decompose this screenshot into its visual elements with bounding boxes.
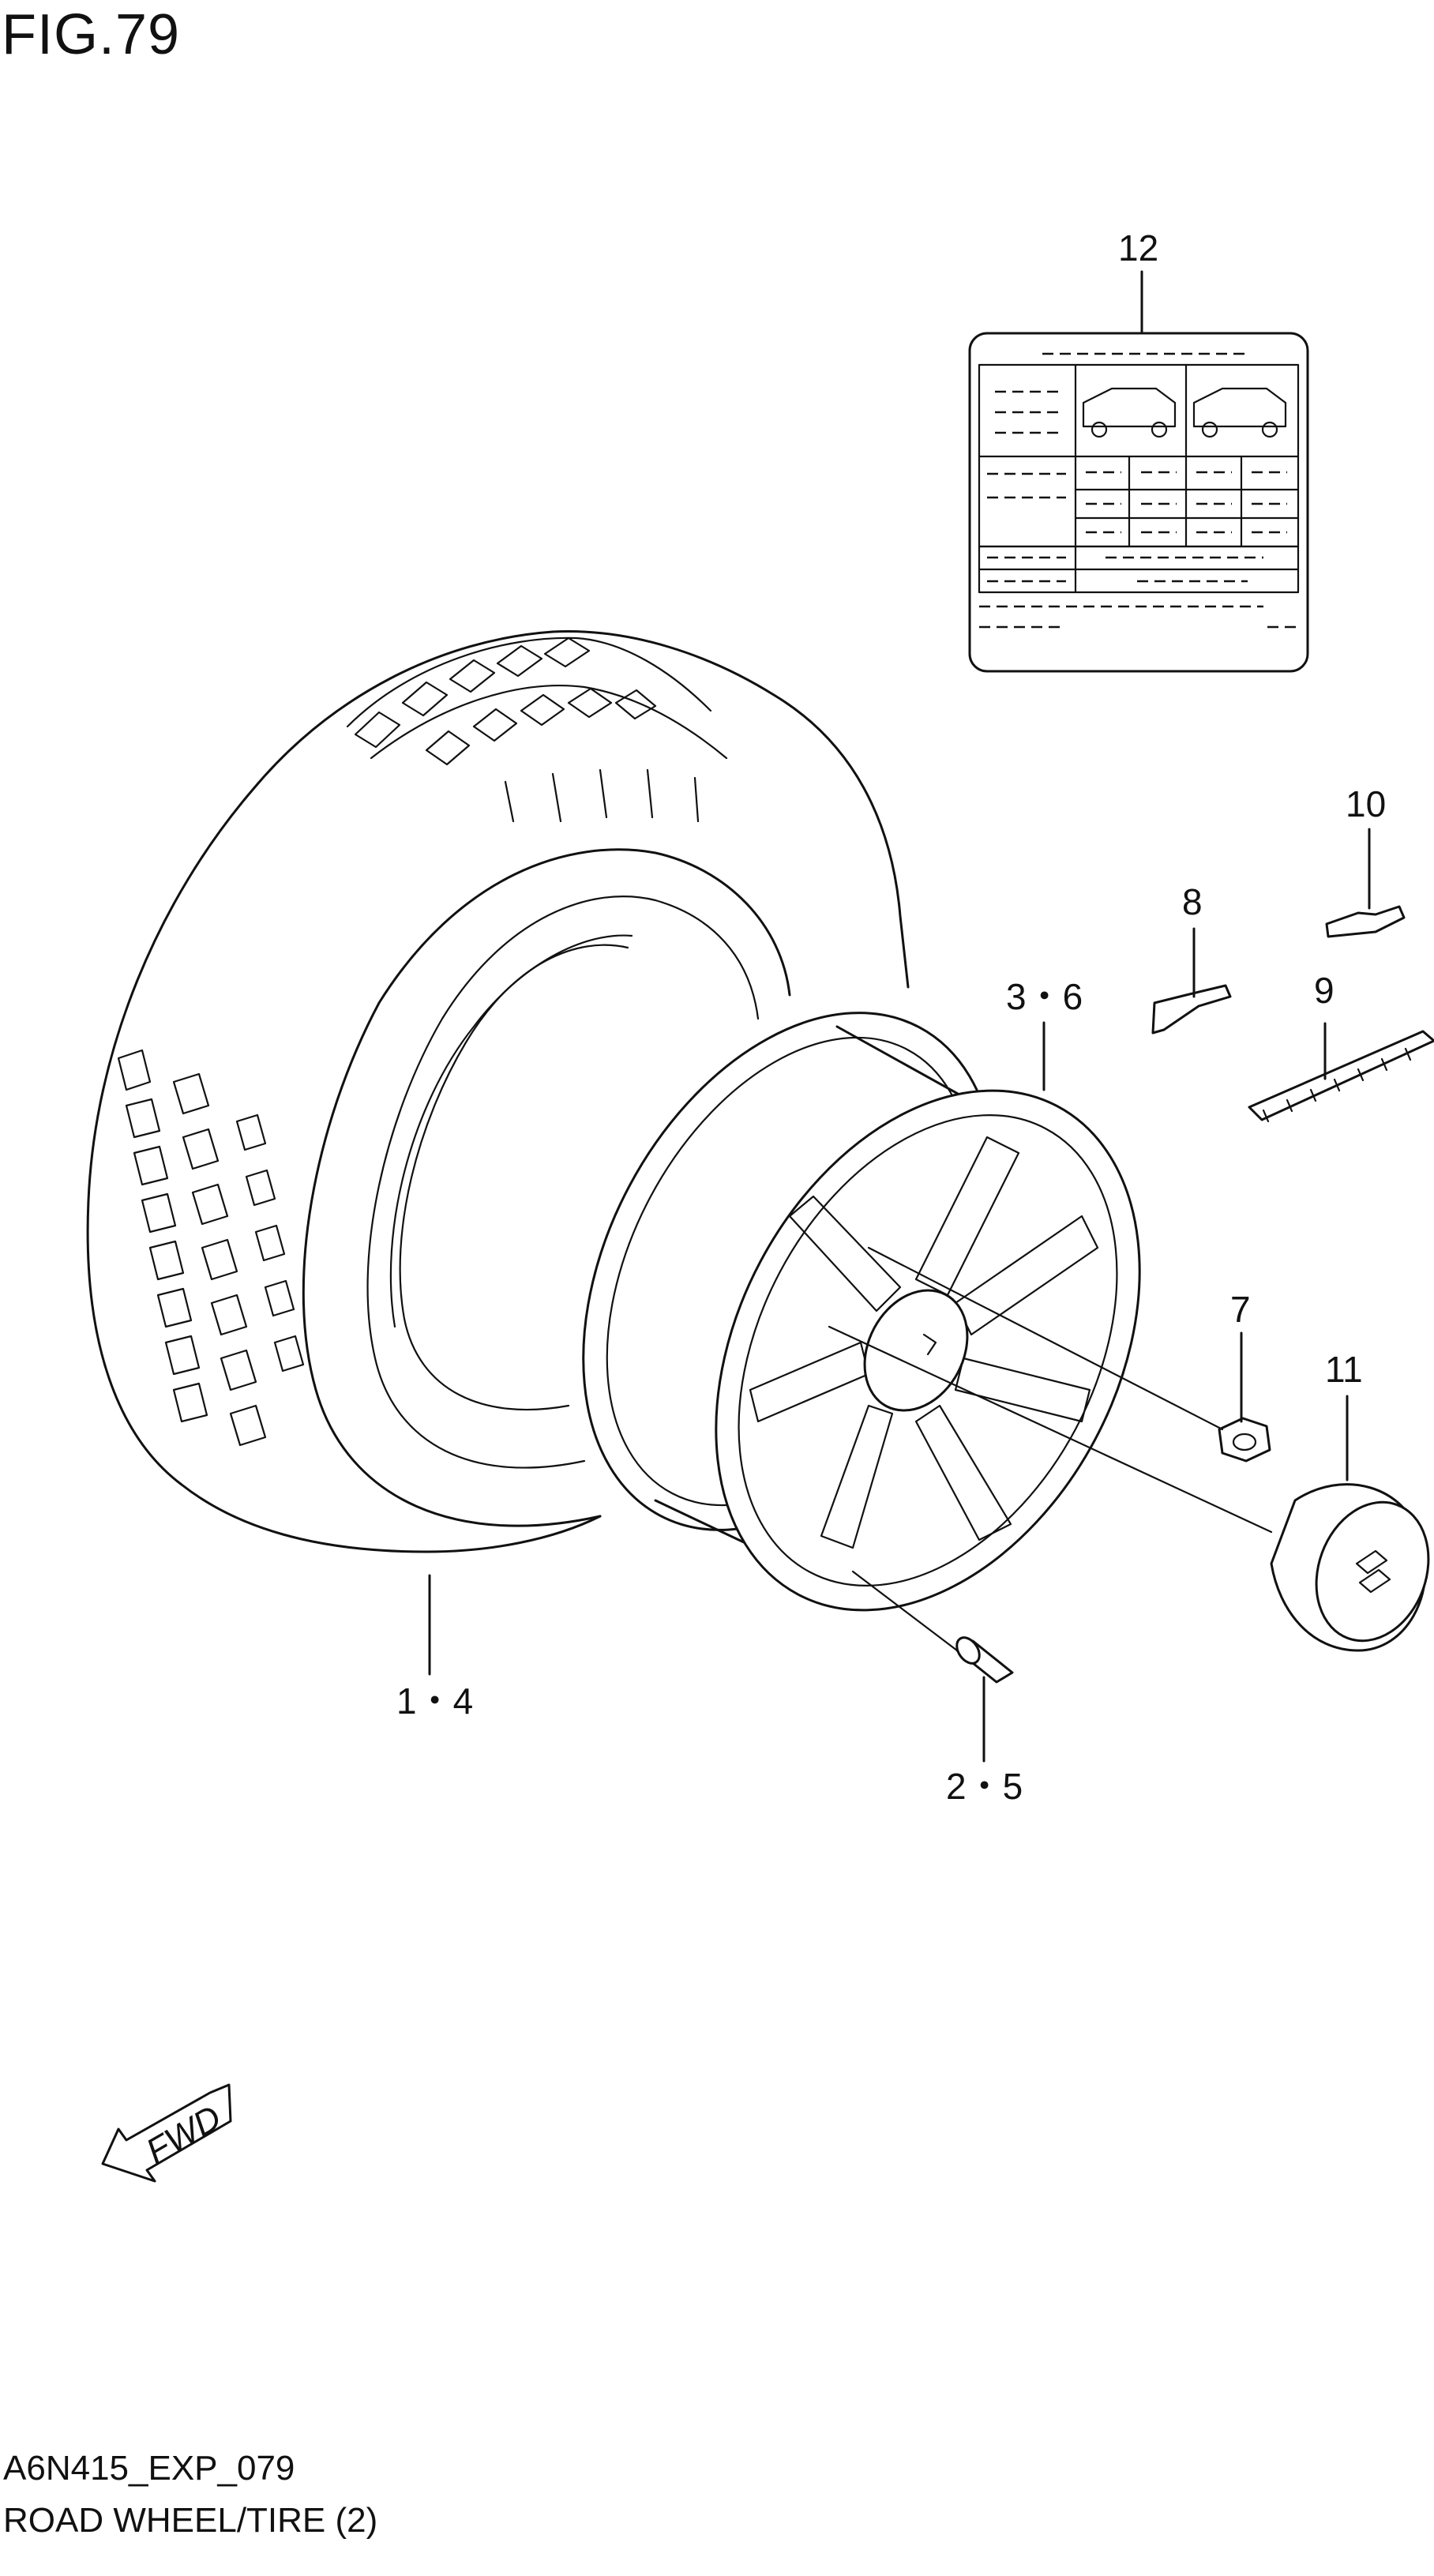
figure-name: ROAD WHEEL/TIRE (2)	[3, 2501, 378, 2540]
fwd-arrow: FWD	[101, 2083, 232, 2183]
wheel-drawing	[582, 1012, 1141, 1612]
tire-label-drawing	[968, 332, 1309, 673]
leader-lines	[428, 270, 1371, 1763]
figure-title: FIG.79	[2, 3, 181, 66]
figure-code: A6N415_EXP_079	[3, 2449, 295, 2488]
callout-weight-8: 8	[1182, 881, 1203, 922]
callout-center-cap: 11	[1325, 1349, 1363, 1390]
callout-wheel: 3・6	[1006, 976, 1083, 1017]
callout-weight-9: 9	[1314, 970, 1335, 1011]
wheel-nut-drawing	[867, 1246, 1271, 1463]
callout-valve: 2・5	[946, 1766, 1023, 1807]
callout-tire-label: 12	[1118, 227, 1158, 268]
balance-weights-drawing	[1151, 905, 1434, 1123]
callout-nut: 7	[1230, 1289, 1251, 1330]
center-cap-drawing	[828, 1325, 1430, 1652]
tire-drawing	[86, 630, 910, 1553]
callout-tire: 1・4	[396, 1680, 473, 1722]
valve-drawing	[851, 1570, 1014, 1684]
callout-weight-10: 10	[1346, 783, 1386, 824]
